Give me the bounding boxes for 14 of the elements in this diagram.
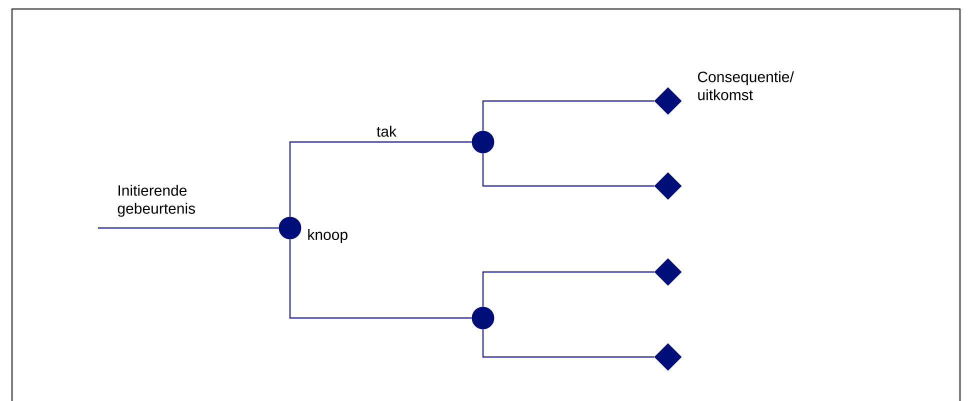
- node-label: knoop: [308, 229, 348, 243]
- outcome-label: Consequentie/ uitkomst: [698, 71, 794, 100]
- branch-line: [482, 153, 654, 187]
- branch-line: [289, 239, 472, 319]
- circle-node: [472, 130, 494, 154]
- edge-label: Initierende gebeurtenis: [118, 184, 196, 217]
- branch-line: [98, 227, 279, 229]
- branch-line: [482, 329, 654, 358]
- circle-node: [472, 306, 494, 330]
- branch-line: [482, 100, 654, 131]
- edge-label: tak: [376, 126, 397, 137]
- circle-node: [278, 216, 302, 240]
- branch-line: [289, 141, 472, 217]
- branch-line: [482, 271, 654, 307]
